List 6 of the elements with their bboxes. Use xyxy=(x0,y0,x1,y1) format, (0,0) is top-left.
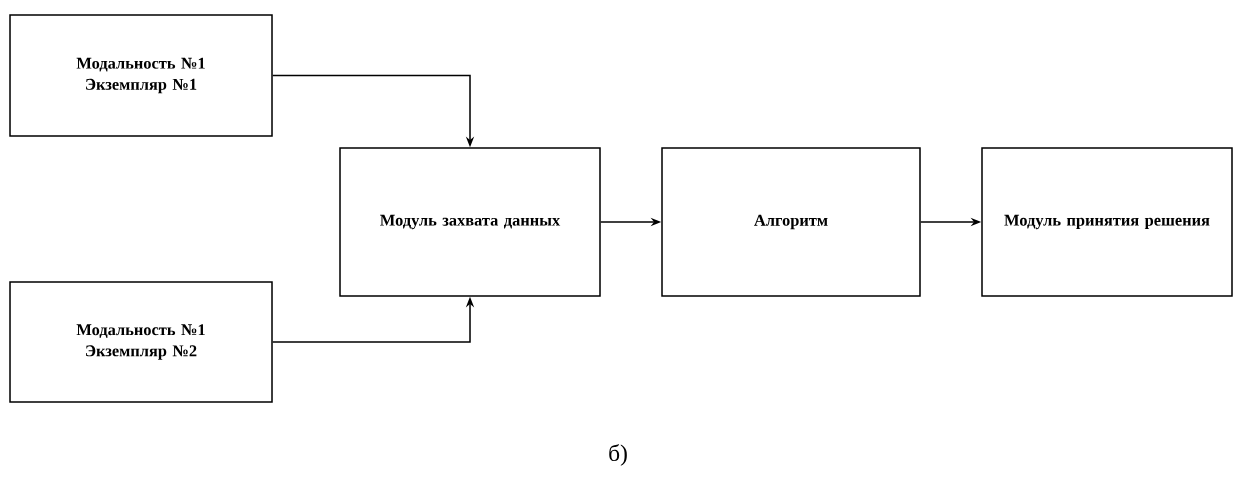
process-box: Алгоритм xyxy=(661,147,921,297)
process-box: Модуль принятия решения xyxy=(981,147,1233,297)
process-box: Модуль захвата данных xyxy=(339,147,601,297)
process-box: Модальность №1 Экземпляр №1 xyxy=(9,14,273,137)
caption: б) xyxy=(609,444,627,466)
process-box: Модальность №1 Экземпляр №2 xyxy=(9,281,273,403)
